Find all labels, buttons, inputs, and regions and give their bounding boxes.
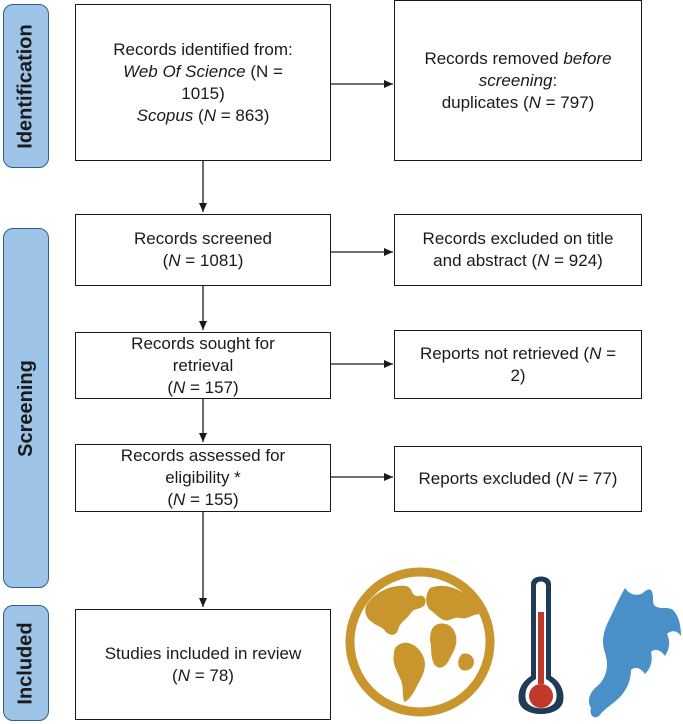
box-reports-excluded: Reports excluded (N = 77) <box>394 446 642 512</box>
box-records-removed: Records removed before screening: duplic… <box>394 0 642 161</box>
box-records-screened: Records screened (N = 1081) <box>75 214 331 286</box>
box-records-assessed: Records assessed for eligibility * (N = … <box>75 444 331 512</box>
box-reports-not-retrieved: Reports not retrieved (N = 2) <box>394 330 642 399</box>
wos-name: Web Of Science <box>123 61 246 81</box>
phase-included: Included <box>3 605 49 721</box>
bat-icon <box>588 588 681 718</box>
scopus-name: Scopus <box>136 105 194 125</box>
box-studies-included: Studies included in review (N = 78) <box>75 609 331 720</box>
phase-identification: Identification <box>3 4 49 168</box>
globe-icon <box>345 567 495 717</box>
wos-count: 1015) <box>181 83 225 103</box>
box-records-excluded-title: Records excluded on title and abstract (… <box>394 214 642 286</box>
identified-line-1: Records identified from: <box>113 39 293 59</box>
phase-screening: Screening <box>3 228 49 588</box>
box-records-sought: Records sought for retrieval (N = 157) <box>75 332 331 399</box>
box-records-identified: Records identified from: Web Of Science … <box>75 4 331 161</box>
thermometer-icon <box>518 576 564 714</box>
